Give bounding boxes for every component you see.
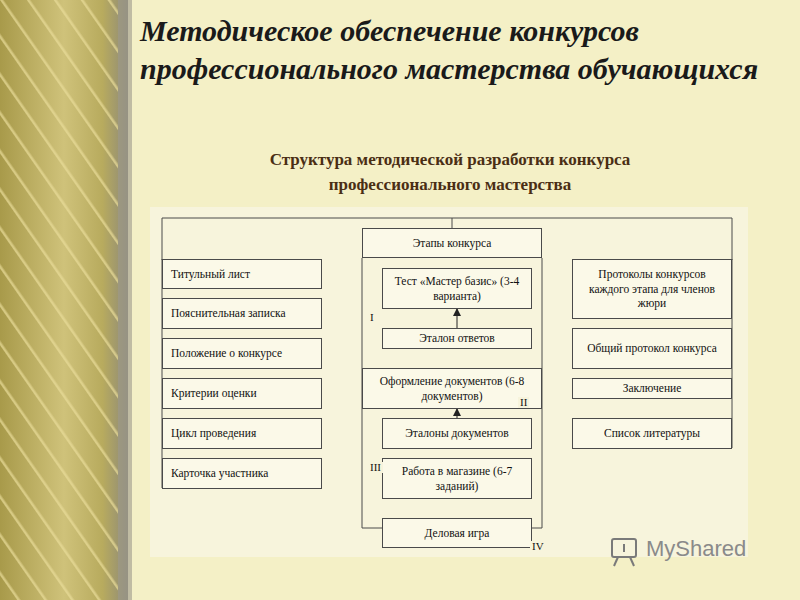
box-text: Цикл проведения bbox=[171, 426, 313, 440]
box-text: Этапы конкурса bbox=[371, 236, 533, 250]
box-text: Заключение bbox=[581, 381, 723, 395]
title-page-box: Титульный лист bbox=[162, 259, 322, 289]
box-text: Протоколы конкурсов каждого этапа для чл… bbox=[581, 267, 723, 310]
side-band bbox=[0, 0, 128, 600]
rules-box: Положение о конкурсе bbox=[162, 338, 322, 369]
cycle-box: Цикл проведения bbox=[162, 418, 322, 449]
stage-number: III bbox=[368, 462, 383, 473]
arrow-connector bbox=[457, 409, 458, 418]
box-text: Общий протокол конкурса bbox=[581, 341, 723, 355]
box-text: Положение о конкурсе bbox=[171, 346, 313, 360]
box-text: Работа в магазине (6-7 заданий) bbox=[391, 464, 523, 493]
note-box: Пояснительная записка bbox=[162, 298, 322, 329]
shop-box: Работа в магазине (6-7 заданий) bbox=[382, 458, 532, 499]
stages-box: Этапы конкурса bbox=[362, 228, 542, 258]
literature-box: Список литературы bbox=[572, 418, 732, 449]
watermark: MyShared bbox=[646, 538, 746, 560]
general-protocol-box: Общий протокол конкурса bbox=[572, 328, 732, 369]
criteria-box: Критерии оценки bbox=[162, 378, 322, 409]
box-text: Критерии оценки bbox=[171, 386, 313, 400]
band-shadow bbox=[118, 0, 132, 600]
box-text: Эталоны документов bbox=[391, 426, 523, 440]
box-text: Тест «Мастер базис» (3-4 варианта) bbox=[391, 274, 523, 303]
box-text: Оформление документов (6-8 документов) bbox=[371, 374, 533, 403]
protocols-box: Протоколы конкурсов каждого этапа для чл… bbox=[572, 259, 732, 319]
arrow-connector bbox=[457, 309, 458, 328]
box-text: Карточка участника bbox=[171, 466, 313, 480]
slide-title: Методическое обеспечение конкурсов профе… bbox=[140, 12, 780, 89]
box-text: Эталон ответов bbox=[391, 331, 523, 345]
logo-icon bbox=[612, 539, 636, 566]
diagram-panel bbox=[150, 207, 748, 557]
game-box: Деловая игра bbox=[382, 518, 532, 548]
test-box: Тест «Мастер базис» (3-4 варианта) bbox=[382, 268, 532, 309]
stage-number: I bbox=[368, 312, 376, 323]
box-text: Пояснительная записка bbox=[171, 306, 313, 320]
side-stripes bbox=[0, 0, 118, 600]
stage-number: IV bbox=[530, 541, 546, 552]
documents-box: Оформление документов (6-8 документов) bbox=[362, 368, 542, 409]
frame-lines bbox=[162, 218, 732, 528]
box-text: Титульный лист bbox=[171, 267, 313, 281]
box-text: Список литературы bbox=[581, 426, 723, 440]
box-text: Деловая игра bbox=[391, 526, 523, 540]
answers-box: Эталон ответов bbox=[382, 328, 532, 349]
doc-standards-box: Эталоны документов bbox=[382, 418, 532, 449]
conclusion-box: Заключение bbox=[572, 378, 732, 399]
slide-subtitle: Структура методической разработки конкур… bbox=[150, 148, 750, 197]
stage-number: II bbox=[518, 397, 529, 408]
card-box: Карточка участника bbox=[162, 458, 322, 489]
